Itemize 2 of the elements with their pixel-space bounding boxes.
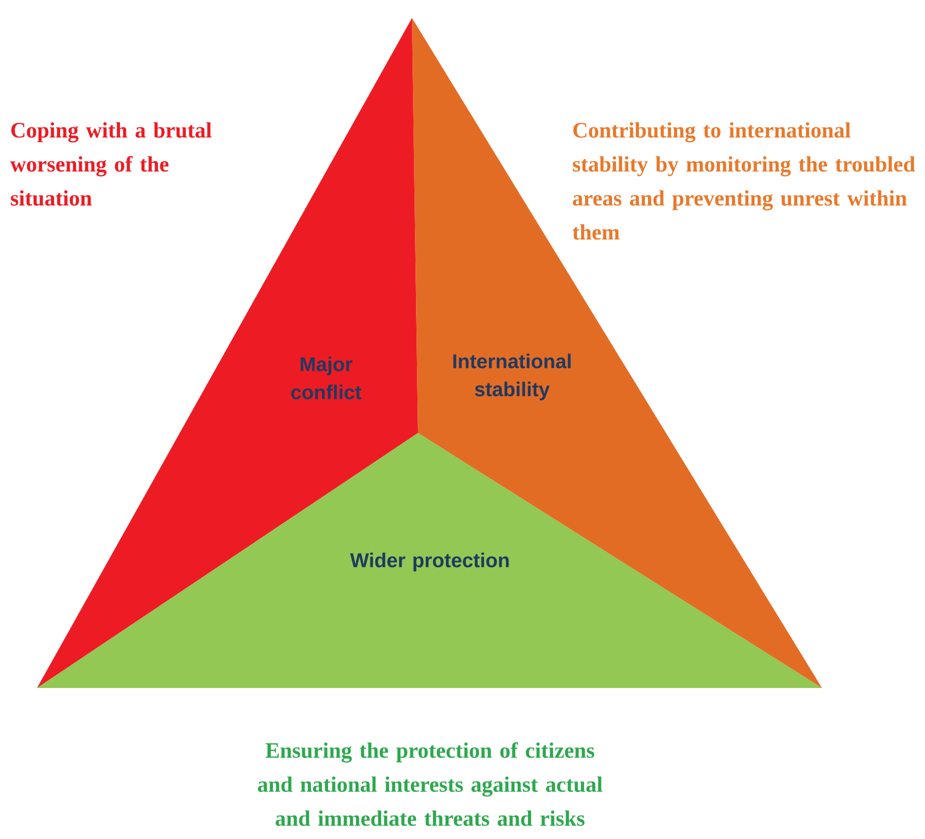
triangle-region: Wider protection xyxy=(37,433,822,688)
description-text: Ensuring the protection of citizens and national interests against actual and immediate threats and risks xyxy=(258,742,602,826)
